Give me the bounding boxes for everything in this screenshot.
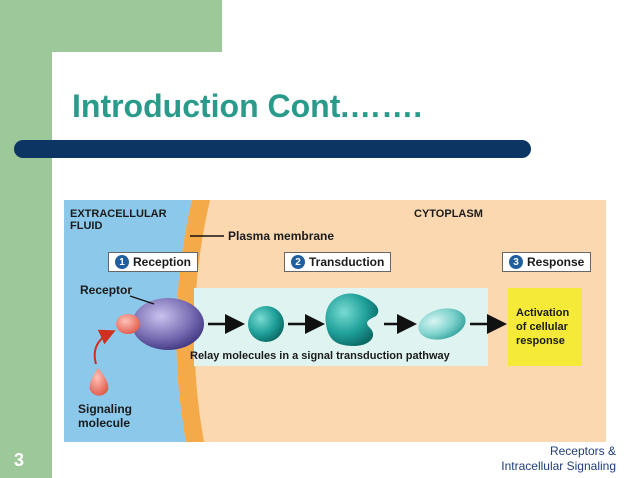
receptor-label: Receptor bbox=[80, 283, 133, 297]
extracellular-label: EXTRACELLULAR FLUID bbox=[70, 208, 167, 232]
signaling-molecule bbox=[89, 368, 109, 396]
step-response: 3 Response bbox=[502, 252, 592, 272]
signal-binding-arrow bbox=[93, 329, 116, 365]
cytoplasm-label: CYTOPLASM bbox=[414, 208, 483, 220]
footer-line-2: Intracellular Signaling bbox=[501, 459, 616, 473]
slide-number: 3 bbox=[14, 450, 25, 470]
signaling-molecule-label: Signaling molecule bbox=[78, 402, 132, 430]
step-label: Transduction bbox=[309, 255, 385, 269]
slide-title: Introduction Cont.……. bbox=[72, 88, 423, 124]
step-number-badge: 1 bbox=[115, 255, 129, 269]
relay-molecule-3 bbox=[418, 308, 466, 340]
receptor-pointer-line bbox=[129, 295, 155, 305]
step-reception: 1 Reception bbox=[108, 252, 199, 272]
step-number-badge: 3 bbox=[509, 255, 523, 269]
footer: Receptors & Intracellular Signaling bbox=[501, 444, 616, 474]
signal-transduction-diagram: EXTRACELLULAR FLUID CYTOPLASM Plasma mem… bbox=[64, 200, 606, 442]
receptor-shape bbox=[132, 298, 204, 350]
step-number-badge: 2 bbox=[291, 255, 305, 269]
title-underline-bar bbox=[14, 140, 531, 158]
membrane-label: Plasma membrane bbox=[228, 229, 335, 243]
relay-label: Relay molecules in a signal transduction… bbox=[190, 350, 450, 362]
top-band bbox=[0, 0, 222, 52]
step-transduction: 2 Transduction bbox=[284, 252, 392, 272]
step-label: Reception bbox=[133, 255, 192, 269]
response-label: Activation of cellular response bbox=[516, 307, 570, 347]
relay-molecule-1 bbox=[248, 306, 284, 342]
side-band bbox=[0, 0, 52, 478]
step-label: Response bbox=[527, 255, 585, 269]
footer-line-1: Receptors & bbox=[549, 444, 616, 458]
diagram-artwork bbox=[64, 200, 606, 442]
relay-molecule-2 bbox=[325, 293, 379, 346]
response-box bbox=[508, 288, 582, 366]
bound-signal-molecule bbox=[116, 314, 140, 334]
